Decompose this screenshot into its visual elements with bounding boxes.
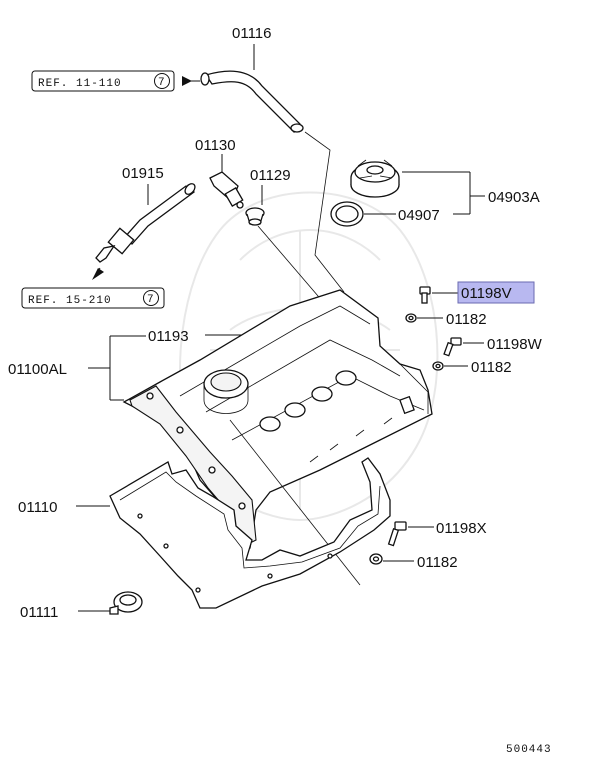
label-01198W[interactable]: 01198W <box>487 336 543 353</box>
hose-01915[interactable] <box>95 182 197 263</box>
washer-01182-a[interactable] <box>405 313 417 323</box>
hose-01116[interactable] <box>200 70 304 133</box>
oil-filler-cap-04903A[interactable] <box>350 159 400 198</box>
label-04907[interactable]: 04907 <box>398 207 440 224</box>
ref-box-11-110[interactable]: REF. 11-110 7 <box>31 70 175 92</box>
gasket-04907[interactable] <box>330 201 364 227</box>
guide-line-bolt-x <box>229 419 361 586</box>
ref-15-210-text: REF. 15-210 <box>28 295 112 307</box>
label-01110[interactable]: 01110 <box>18 499 58 516</box>
label-01100AL[interactable]: 01100AL <box>8 361 67 378</box>
washer-01182-b[interactable] <box>432 361 444 371</box>
washer-01182-c[interactable] <box>369 553 383 565</box>
label-01198V[interactable]: 01198V <box>461 285 512 302</box>
label-01130[interactable]: 01130 <box>195 137 236 154</box>
label-01182-b[interactable]: 01182 <box>471 359 512 376</box>
label-01915[interactable]: 01915 <box>122 165 164 182</box>
label-01129[interactable]: 01129 <box>250 167 291 184</box>
bolt-01198W[interactable] <box>443 337 462 357</box>
gasket-01110[interactable] <box>109 457 391 609</box>
ref-11-110-text: REF. 11-110 <box>38 78 122 90</box>
grommet-01129[interactable] <box>245 207 265 226</box>
arrow-left-icon <box>182 76 192 86</box>
label-01193[interactable]: 01193 <box>148 328 189 345</box>
label-01111[interactable]: 01111 <box>20 604 58 621</box>
figure-number: 500443 <box>506 744 552 756</box>
ref-11-110-num: 7 <box>158 77 166 89</box>
ref-15-210-num: 7 <box>147 294 155 306</box>
bolt-01198V[interactable] <box>419 286 431 304</box>
highlight-box <box>457 281 535 304</box>
plug-01111[interactable] <box>109 591 143 615</box>
guide-line-grommet <box>257 225 331 311</box>
label-01182-a[interactable]: 01182 <box>446 311 487 328</box>
label-01116[interactable]: 01116 <box>232 25 272 42</box>
pcv-valve-01130[interactable] <box>209 171 244 209</box>
ref-box-15-210[interactable]: REF. 15-210 7 <box>21 287 165 309</box>
label-01198X[interactable]: 01198X <box>436 520 487 537</box>
label-04903A[interactable]: 04903A <box>488 189 540 206</box>
arrow-down-left-icon <box>92 268 104 280</box>
bolt-01198X[interactable] <box>387 521 407 547</box>
label-01182-c[interactable]: 01182 <box>417 554 458 571</box>
guide-line-hose <box>304 131 345 293</box>
